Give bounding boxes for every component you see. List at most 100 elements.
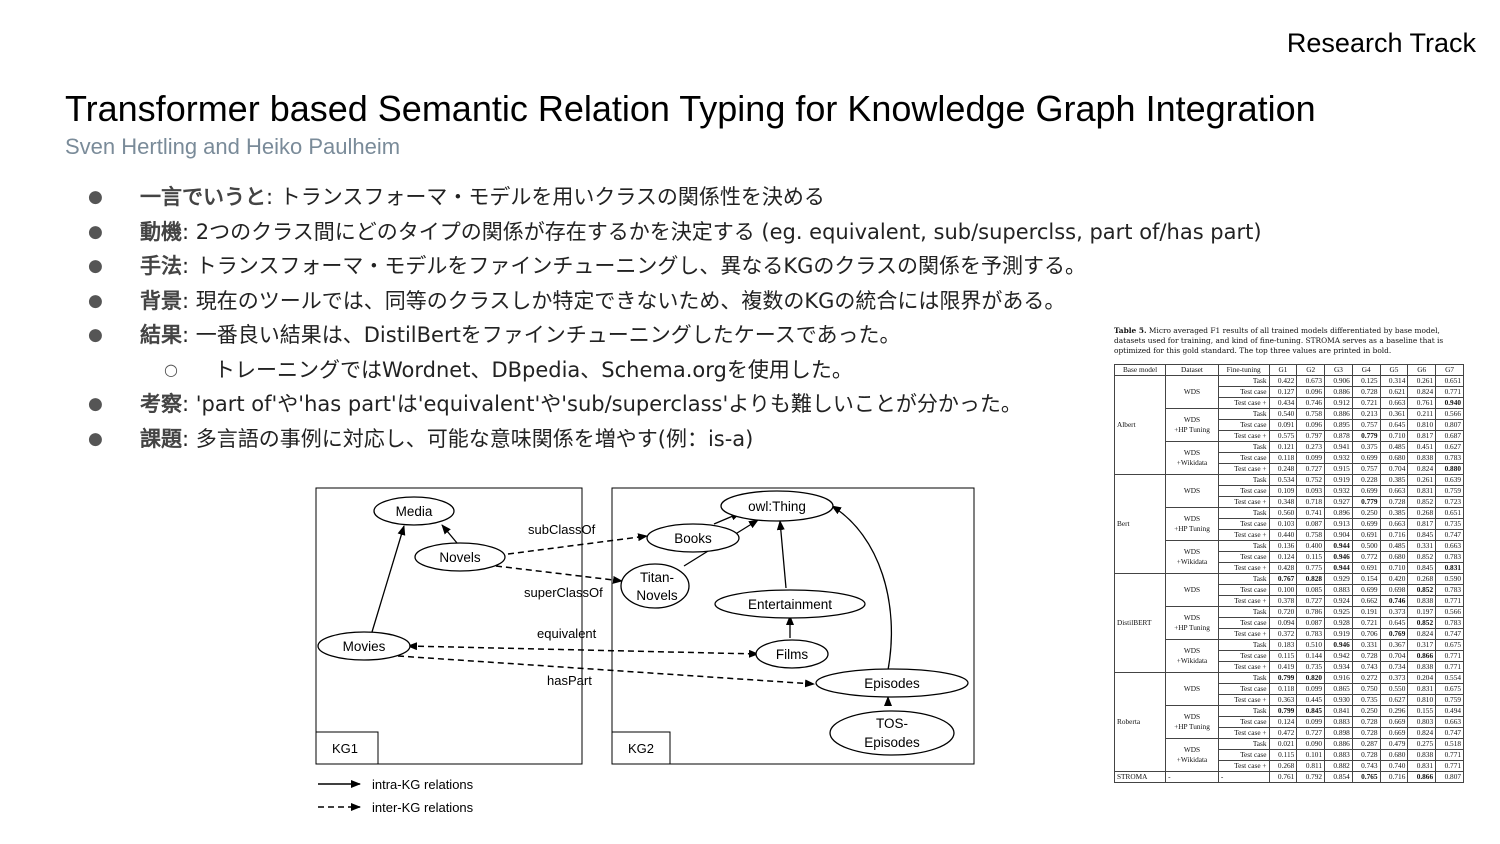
score-cell: 0.710 xyxy=(1379,430,1409,442)
score-cell: 0.440 xyxy=(1268,529,1298,541)
score-cell: 0.091 xyxy=(1268,419,1298,431)
score-cell: 0.882 xyxy=(1324,760,1353,772)
score-cell: 0.275 xyxy=(1407,738,1437,750)
score-cell: 0.845 xyxy=(1407,562,1437,574)
score-cell: 0.372 xyxy=(1268,628,1298,640)
score-cell: 0.721 xyxy=(1351,397,1381,409)
score-cell: 0.898 xyxy=(1324,727,1353,739)
finetune-cell: Task xyxy=(1217,639,1270,651)
score-cell: 0.740 xyxy=(1379,760,1409,772)
edge-movies-episodes xyxy=(397,655,815,688)
dataset-label: +Wikidata xyxy=(1176,656,1208,665)
finetune-cell: Test case xyxy=(1217,518,1270,530)
bullet-text: 多言語の事例に対応し、可能な意味関係を増やす(例：is-a) xyxy=(195,426,754,451)
score-cell: 0.662 xyxy=(1351,595,1381,607)
score-cell: 0.792 xyxy=(1296,771,1326,783)
score-cell: 0.479 xyxy=(1379,738,1409,750)
score-cell: 0.099 xyxy=(1296,683,1326,695)
score-cell: 0.115 xyxy=(1296,551,1326,563)
score-cell: 0.728 xyxy=(1351,716,1381,728)
node-entertainment-label: Entertainment xyxy=(748,597,832,612)
score-cell: 0.799 xyxy=(1268,672,1298,684)
bullet-marker: ● xyxy=(88,256,103,276)
bullet-item: ○トレーニングではWordnet、DBpedia、Schema.orgを使用した… xyxy=(88,353,1378,388)
score-cell: 0.772 xyxy=(1351,551,1381,563)
score-cell: 0.704 xyxy=(1379,463,1409,475)
score-cell: 0.759 xyxy=(1435,485,1464,497)
score-cell: 0.831 xyxy=(1407,485,1437,497)
score-cell: 0.373 xyxy=(1379,672,1409,684)
finetune-cell: Test case xyxy=(1217,716,1270,728)
finetune-cell: Test case xyxy=(1217,749,1270,761)
score-cell: 0.663 xyxy=(1379,518,1409,530)
score-cell: 0.824 xyxy=(1407,727,1437,739)
score-cell: 0.687 xyxy=(1435,430,1464,442)
score-cell: 0.944 xyxy=(1324,540,1353,552)
score-cell: 0.272 xyxy=(1351,672,1381,684)
dataset-cell: WDS+HP Tuning xyxy=(1165,705,1219,739)
bullet-item: ●手法: トランスフォーマ・モデルをファインチューニングし、異なるKGのクラスの… xyxy=(88,249,1378,284)
score-cell: 0.852 xyxy=(1407,617,1437,629)
score-cell: 0.734 xyxy=(1379,661,1409,673)
score-cell: 0.699 xyxy=(1351,584,1381,596)
score-cell: 0.373 xyxy=(1379,606,1409,618)
finetune-cell: Task xyxy=(1217,375,1270,387)
score-cell: 0.934 xyxy=(1324,661,1353,673)
finetune-cell: Task xyxy=(1217,738,1270,750)
kg1-label: KG1 xyxy=(332,741,358,756)
score-cell: 0.261 xyxy=(1407,375,1437,387)
score-cell: 0.721 xyxy=(1351,617,1381,629)
score-cell: 0.759 xyxy=(1435,694,1464,706)
bullet-content: 考察: 'part of'や'has part'は'equivalent'や's… xyxy=(140,387,1022,421)
score-cell: 0.699 xyxy=(1351,518,1381,530)
score-cell: 0.118 xyxy=(1268,452,1298,464)
table-header-cell: Fine-tuning xyxy=(1217,364,1270,376)
dataset-label: WDS xyxy=(1183,547,1201,556)
score-cell: 0.886 xyxy=(1324,738,1353,750)
score-cell: 0.747 xyxy=(1435,628,1464,640)
score-cell: 0.845 xyxy=(1407,529,1437,541)
model-name-cell: STROMA xyxy=(1113,771,1167,783)
model-name-cell: Albert xyxy=(1113,375,1167,475)
score-cell: 0.942 xyxy=(1324,650,1353,662)
score-cell: 0.946 xyxy=(1324,551,1353,563)
bullet-separator: : xyxy=(182,426,196,451)
score-cell: 0.758 xyxy=(1296,408,1326,420)
score-cell: 0.400 xyxy=(1296,540,1326,552)
score-cell: 0.783 xyxy=(1435,617,1464,629)
bullet-content: トレーニングではWordnet、DBpedia、Schema.orgを使用した。 xyxy=(214,353,853,387)
score-cell: 0.261 xyxy=(1407,474,1437,486)
score-cell: 0.932 xyxy=(1324,452,1353,464)
score-cell: 0.118 xyxy=(1268,683,1298,695)
node-titan-label-2: Novels xyxy=(636,588,678,603)
score-cell: 0.919 xyxy=(1324,628,1353,640)
score-cell: 0.250 xyxy=(1351,507,1381,519)
score-cell: 0.663 xyxy=(1379,485,1409,497)
score-cell: 0.109 xyxy=(1268,485,1298,497)
bullet-item: ●考察: 'part of'や'has part'は'equivalent'や'… xyxy=(88,387,1378,422)
bullet-keyword: 手法 xyxy=(140,254,182,278)
finetune-cell: Test case + xyxy=(1217,463,1270,475)
dataset-label: WDS xyxy=(1183,514,1201,523)
score-cell: 0.946 xyxy=(1324,639,1353,651)
table-header-cell: G6 xyxy=(1407,364,1437,376)
score-cell: 0.771 xyxy=(1435,386,1464,398)
score-cell: 0.817 xyxy=(1407,518,1437,530)
score-cell: 0.799 xyxy=(1268,705,1298,717)
score-cell: 0.828 xyxy=(1296,573,1326,585)
score-cell: 0.099 xyxy=(1296,452,1326,464)
edge-movies-media xyxy=(371,525,406,633)
score-cell: 0.932 xyxy=(1324,485,1353,497)
bullet-keyword: 結果 xyxy=(140,323,182,347)
score-cell: 0.675 xyxy=(1435,683,1464,695)
score-cell: 0.769 xyxy=(1379,628,1409,640)
score-cell: 0.090 xyxy=(1296,738,1326,750)
bullet-item: ●背景: 現在のツールでは、同等のクラスしか特定できないため、複数のKGの統合に… xyxy=(88,284,1378,319)
score-cell: 0.811 xyxy=(1296,760,1326,772)
score-cell: 0.096 xyxy=(1296,419,1326,431)
